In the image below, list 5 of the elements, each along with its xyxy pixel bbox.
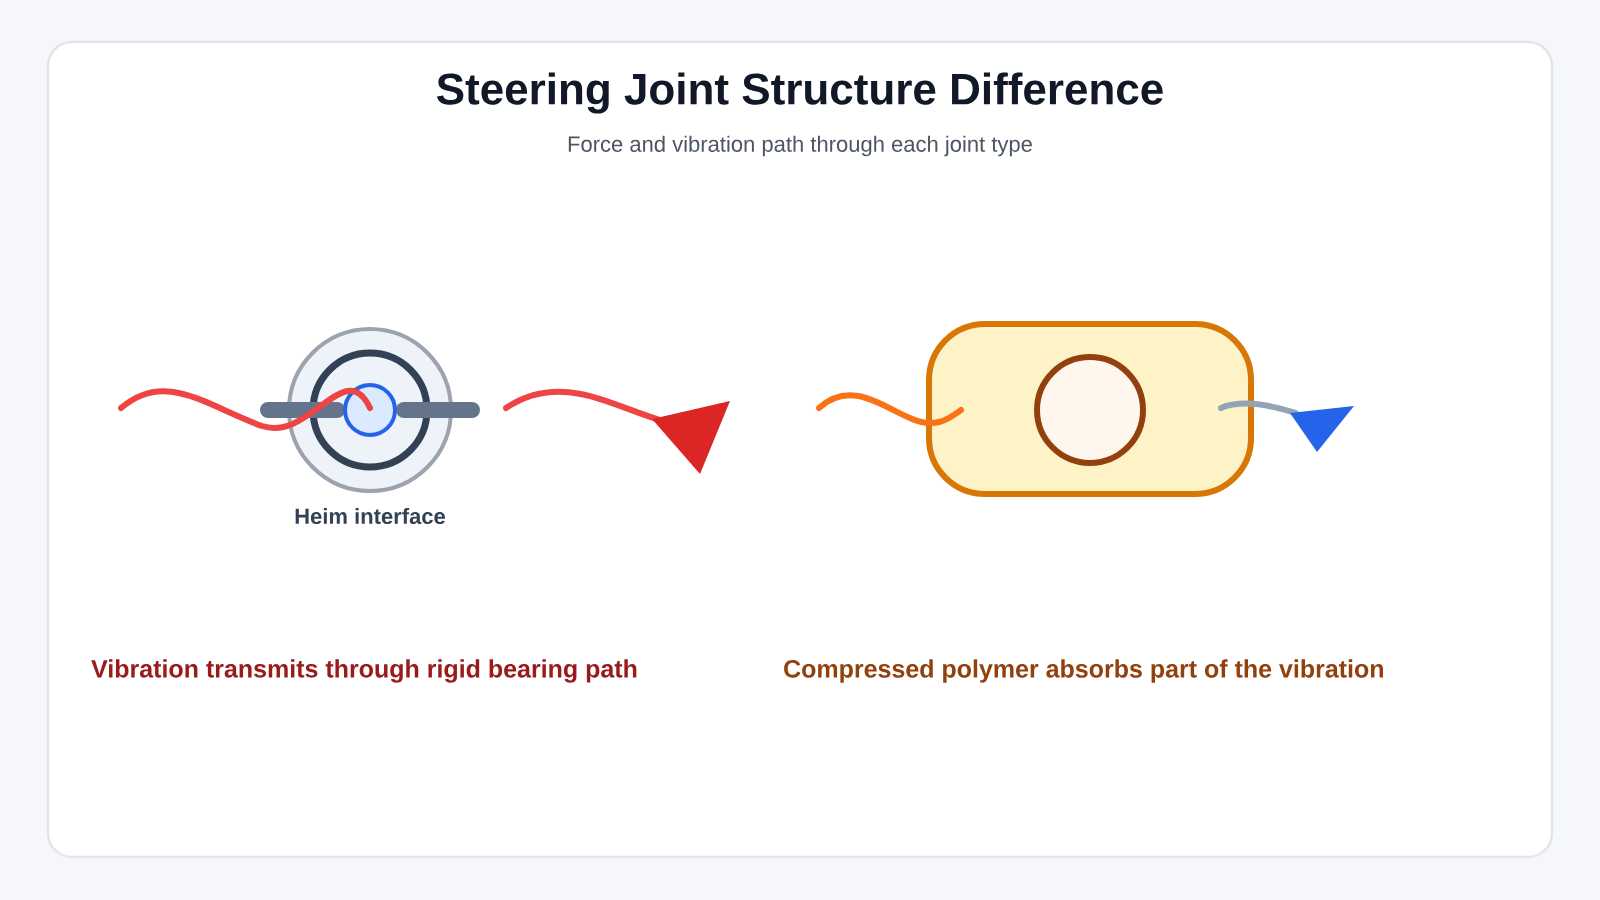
title: Steering Joint Structure Difference [436, 72, 1163, 114]
caption: Compressed polymer absorbs part of the vibration [784, 659, 1383, 683]
part-label: Heim interface [295, 507, 446, 525]
subtitle: Force and vibration path through each joint type [568, 135, 1032, 157]
caption: Vibration transmits through rigid bearing path [91, 659, 637, 683]
